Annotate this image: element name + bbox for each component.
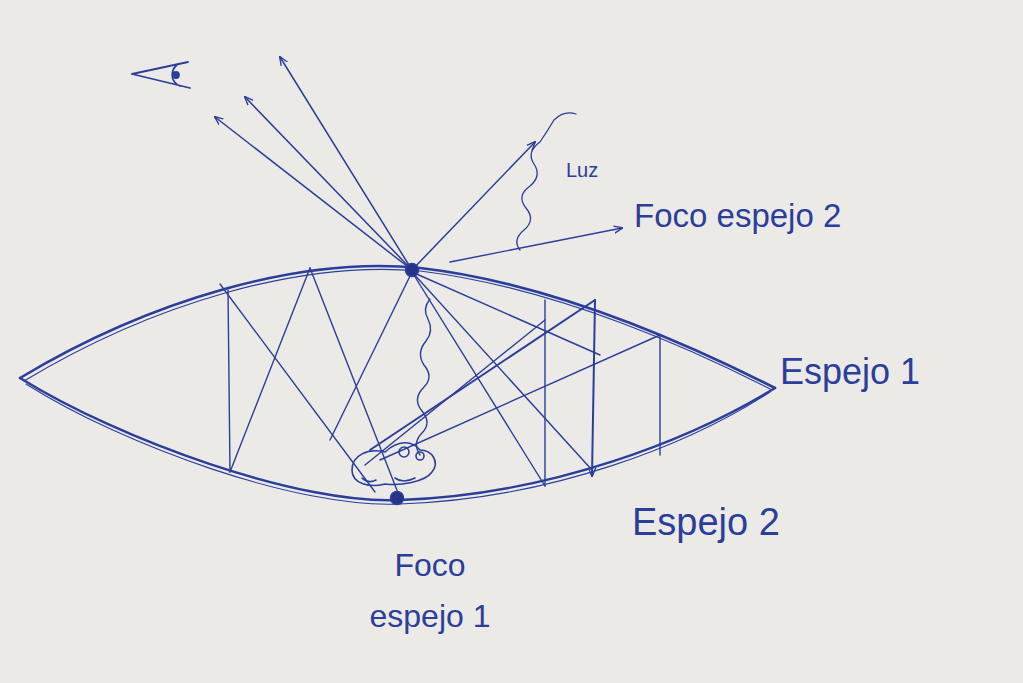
frog-legs: [362, 478, 415, 482]
frog-eye: [416, 452, 424, 460]
mirror-label: Foco espejo 2: [634, 196, 841, 236]
eye-symbol: [132, 62, 190, 88]
frog-object: [352, 443, 435, 486]
focus-point: [391, 492, 404, 505]
exit-ray: [412, 142, 535, 270]
internal-rays: [220, 268, 660, 498]
light-ray: [659, 335, 660, 455]
eye-outline: [132, 62, 190, 88]
light-wave: [416, 299, 430, 455]
light-ray: [412, 272, 600, 355]
frog-body: [352, 443, 435, 486]
upper-mirror: [20, 266, 775, 388]
light-ray: [220, 284, 375, 492]
mirror-label: Foco espejo 1: [355, 540, 505, 642]
lower-mirror-stroke: [26, 384, 770, 504]
focus-point: [406, 264, 419, 277]
exit-ray: [245, 97, 412, 270]
light-squiggle: [517, 113, 576, 250]
exit-ray: [280, 57, 412, 270]
light-ray: [310, 268, 400, 498]
mirror-label: Espejo 2: [632, 500, 780, 546]
frog-eye: [399, 447, 409, 457]
light-ray: [230, 268, 310, 472]
exit-ray: [215, 117, 412, 270]
mirror-label: Luz: [566, 158, 598, 182]
light-ray: [544, 300, 545, 486]
eye-pupil: [173, 72, 179, 78]
leader-line: [450, 228, 622, 262]
light-ray: [412, 272, 592, 470]
light-ray: [380, 335, 660, 460]
light-ray: [370, 300, 595, 450]
outgoing-rays: [215, 57, 535, 270]
light-ray: [228, 290, 230, 472]
light-ray: [592, 300, 595, 476]
light-ray: [330, 272, 412, 440]
mirror-label: Espejo 1: [780, 350, 920, 393]
